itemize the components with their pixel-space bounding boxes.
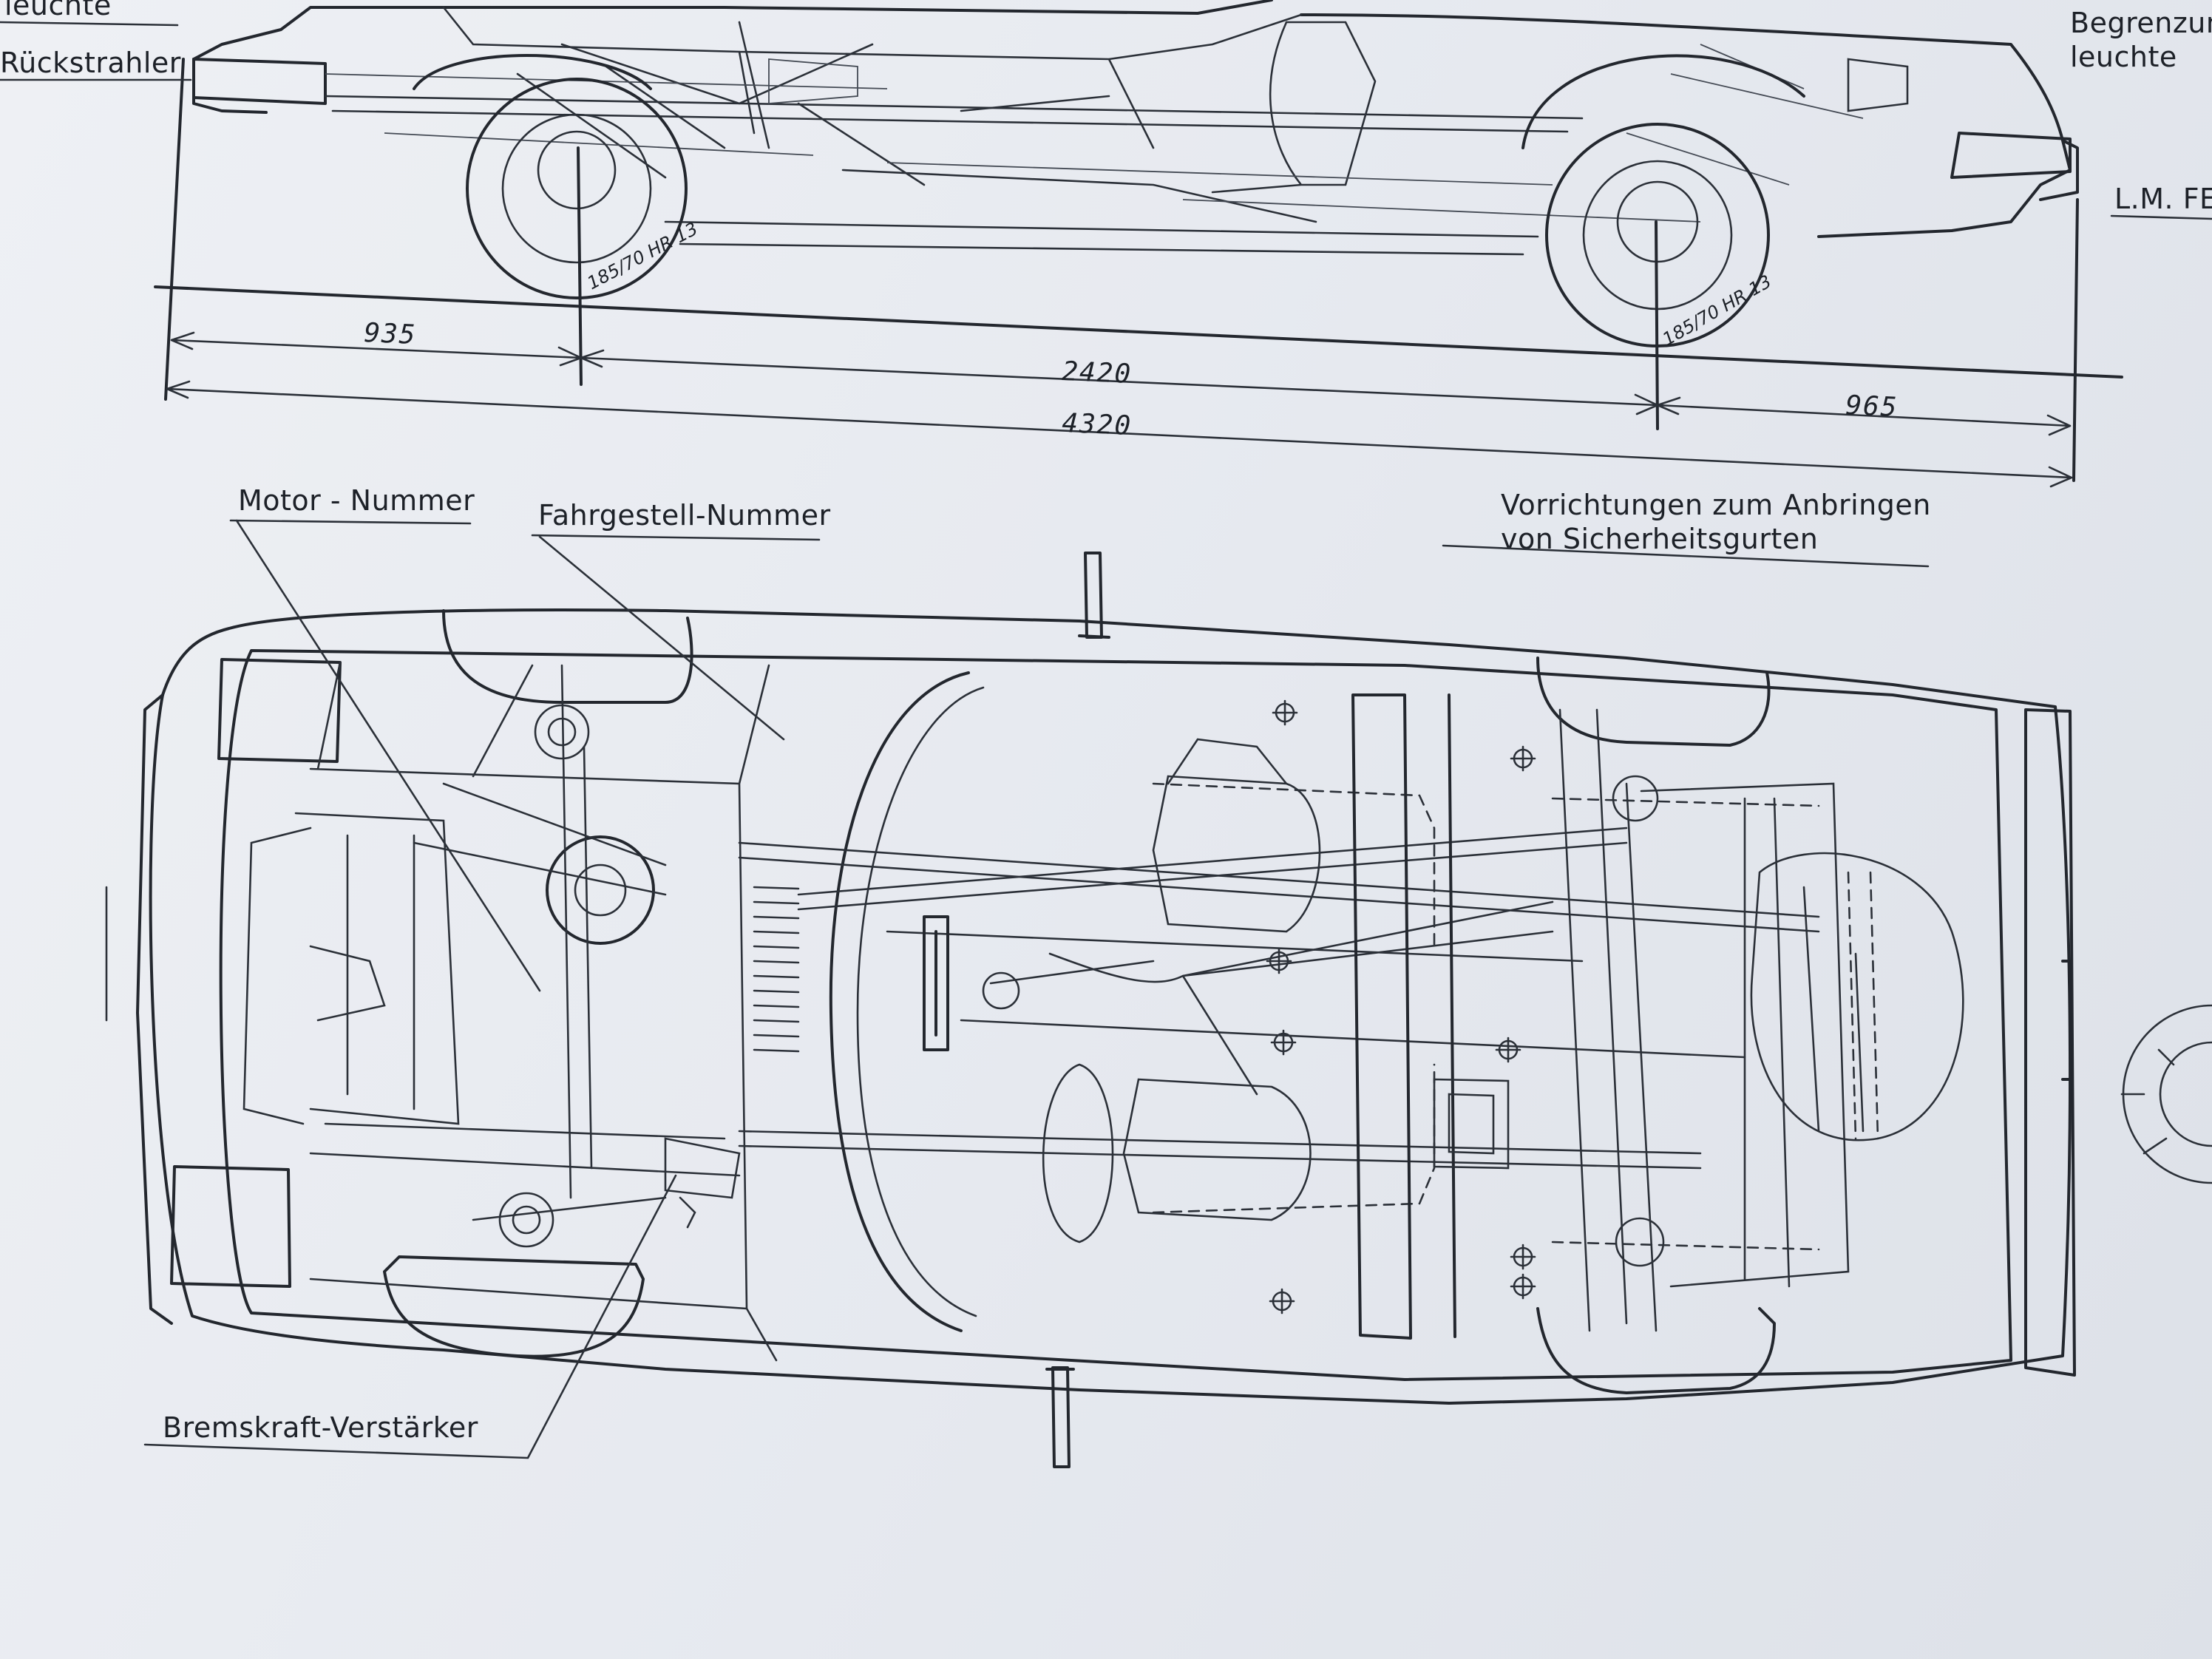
- plan-tunnel-ellipse: [1042, 1063, 1114, 1244]
- plan-cabin-inner: [856, 686, 985, 1317]
- plan-jack-point-bottom: [1045, 1366, 1075, 1468]
- plan-battery: [1433, 1078, 1510, 1170]
- plan-front-bumper: [2024, 708, 2076, 1377]
- plan-suspension-lines: [309, 664, 741, 1221]
- dim-line-965: [1656, 396, 2072, 436]
- edge-detail-wheel: [2120, 1004, 2212, 1184]
- side-rear-bumper: [192, 58, 327, 105]
- plan-seat-left: [1152, 738, 1321, 933]
- plan-inner-outline: [219, 649, 2012, 1381]
- plan-belt-anchors: [1266, 699, 1536, 1314]
- dim-ext-lines: [164, 58, 2079, 482]
- label-bremskraft: Bremskraft-Verstärker: [163, 1411, 478, 1444]
- dim-wheelbase: 2420: [1062, 356, 1133, 390]
- plan-rear-bumper: [136, 693, 173, 1325]
- plan-rear-right-arch: [383, 1255, 645, 1358]
- dim-line-4320: [166, 380, 2073, 488]
- side-roof-lines: [442, 6, 1303, 149]
- side-seat: [1211, 21, 1377, 194]
- label-leuchte-partial: leuchte: [4, 0, 112, 21]
- plan-front-dashed: [1551, 797, 1879, 1251]
- dim-line-2420: [580, 349, 1659, 415]
- leader-motor: [229, 519, 541, 992]
- plan-rear-lamp-top: [217, 658, 342, 763]
- label-fahrgestell-nummer: Fahrgestell-Nummer: [538, 499, 831, 532]
- plan-brake-booster: [664, 1137, 741, 1229]
- plan-cabin-oval: [829, 671, 970, 1332]
- labels: leuchte Rückstrahler Begrenzung leuchte …: [0, 0, 2212, 1459]
- side-front-wheel: 185/70 HR 13: [413, 54, 702, 299]
- plan-handbrake-lever: [923, 915, 949, 1051]
- plan-view: [105, 552, 2076, 1468]
- plan-engine-bay: [242, 661, 778, 1362]
- plan-vent-grille: [753, 886, 800, 1053]
- side-body-outline: [192, 0, 2079, 238]
- plan-jack-point-top: [1078, 552, 1110, 639]
- side-rear-wheel: 185/70 HR 13: [1521, 54, 1805, 350]
- label-rueckstrahler: Rückstrahler: [0, 47, 181, 79]
- dim-line-935: [170, 331, 583, 367]
- plan-handbrake-pivot: [982, 971, 1020, 1010]
- dimension-lines: 935 2420 965 4320: [164, 58, 2079, 488]
- leader-bremskraft: [143, 1174, 677, 1459]
- plan-front-hub-top: [1612, 775, 1659, 822]
- plan-rear-hub-bottom: [498, 1192, 554, 1248]
- plan-rear-lamp-bottom: [170, 1165, 291, 1288]
- dim-overall-length: 4320: [1062, 408, 1133, 441]
- plan-spare-wheel: [1750, 852, 1964, 1141]
- ground-line: [154, 285, 2123, 379]
- plan-front-left-arch: [1536, 657, 1771, 747]
- label-gurte-1: Vorrichtungen zum Anbringen: [1501, 489, 1931, 521]
- dim-front-overhang: 935: [364, 318, 418, 350]
- leader-gurte: [1442, 544, 1930, 568]
- plan-front-hub-bottom: [1615, 1217, 1665, 1267]
- dim-rear-overhang: 965: [1845, 390, 1899, 423]
- label-begrenzung-2: leuchte: [2070, 41, 2177, 73]
- label-lm-fe: L.M. FE: [2114, 183, 2212, 215]
- side-detail-lines: [325, 44, 1864, 223]
- leader-fahrgestell: [531, 534, 821, 741]
- side-front-bumper: [1950, 132, 2072, 179]
- plan-gearbox: [546, 835, 655, 945]
- plan-body-outline: [149, 608, 2072, 1405]
- plan-front-right-arch: [1536, 1307, 1776, 1394]
- label-begrenzung-1: Begrenzung: [2070, 7, 2212, 39]
- plan-seat-right: [1122, 1078, 1312, 1221]
- plan-tunnel-lines: [738, 827, 1820, 1170]
- plan-seat-dashed: [1152, 782, 1436, 1214]
- plan-front-axle: [1558, 708, 1850, 1332]
- plan-rear-left-arch: [442, 609, 693, 704]
- label-motor-nummer: Motor - Nummer: [238, 484, 475, 517]
- rear-tyre-size: 185/70 HR 13: [1659, 271, 1775, 350]
- plan-crossmember: [1351, 693, 1456, 1340]
- side-view: 185/70 HR 13 185/70 HR 13: [154, 0, 2123, 379]
- side-sill: [324, 95, 1584, 256]
- front-tyre-size: 185/70 HR 13: [584, 218, 702, 294]
